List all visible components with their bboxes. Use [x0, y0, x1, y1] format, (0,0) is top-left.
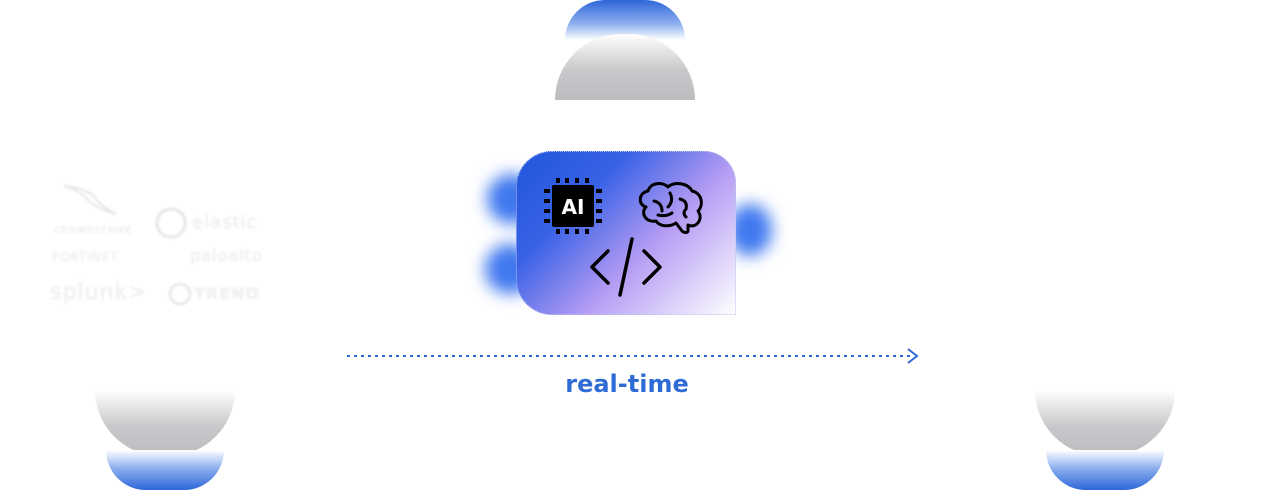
bottom-left-blue-bowl — [106, 450, 224, 490]
arrow-head-icon — [907, 348, 919, 364]
timeline-arrow — [347, 348, 919, 364]
crowdstrike-falcon-icon — [63, 185, 117, 215]
code-icon — [590, 237, 662, 297]
logo-crowdstrike: CROWDSTRIKE — [54, 226, 133, 236]
integration-logos: CROWDSTRIKE elastic FORTINET paloalto sp… — [48, 176, 288, 316]
elastic-icon — [155, 207, 187, 239]
logo-splunk: splunk> — [50, 280, 148, 305]
ai-card: AI — [516, 151, 736, 315]
logo-paloalto: paloalto — [190, 246, 263, 265]
ai-chip-icon: AI — [544, 178, 602, 234]
bottom-right-grey-bowl — [1035, 390, 1175, 456]
brain-icon — [638, 182, 703, 234]
bottom-left-grey-bowl — [95, 390, 235, 456]
logo-fortinet: FORTINET — [52, 250, 119, 264]
bottom-right-blue-bowl — [1046, 450, 1164, 490]
top-blue-dome — [565, 0, 685, 40]
logo-elastic: elastic — [192, 212, 258, 233]
top-grey-dome — [555, 34, 695, 100]
logo-trend: TREND — [194, 284, 260, 303]
timeline-label: real-time — [565, 370, 689, 398]
ai-chip-label: AI — [562, 195, 585, 219]
trend-icon — [168, 282, 192, 306]
